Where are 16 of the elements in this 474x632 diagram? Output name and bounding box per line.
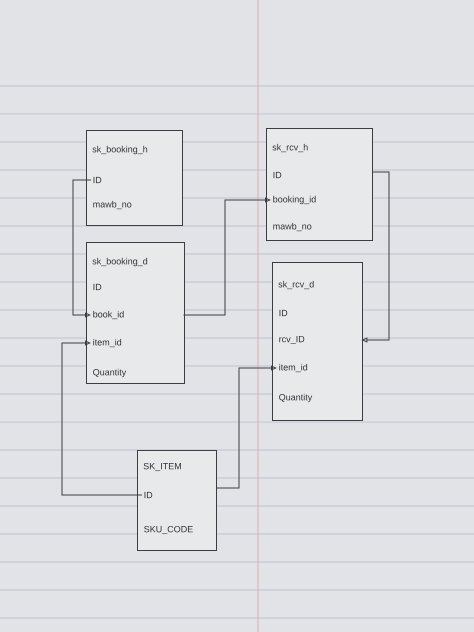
field-name: mawb_no — [93, 200, 132, 210]
field-name: ID — [94, 176, 102, 184]
field-name: ID — [94, 284, 102, 290]
field-name: ID — [274, 172, 282, 178]
field-name: book_id — [93, 310, 124, 320]
field-name: SKU_CODE — [144, 526, 193, 534]
field-name: ID — [144, 492, 152, 498]
field-name: item_id — [279, 364, 308, 372]
field-name: booking_id — [273, 196, 316, 204]
field-name: Quantity — [93, 368, 126, 378]
field-name: item_id — [93, 338, 122, 348]
connector-arrow — [62, 340, 142, 496]
field-name: mawb_no — [273, 222, 312, 232]
field-name: rcv_ID — [279, 336, 304, 344]
field-name: Quantity — [279, 394, 312, 402]
field-name: ID — [280, 310, 288, 316]
